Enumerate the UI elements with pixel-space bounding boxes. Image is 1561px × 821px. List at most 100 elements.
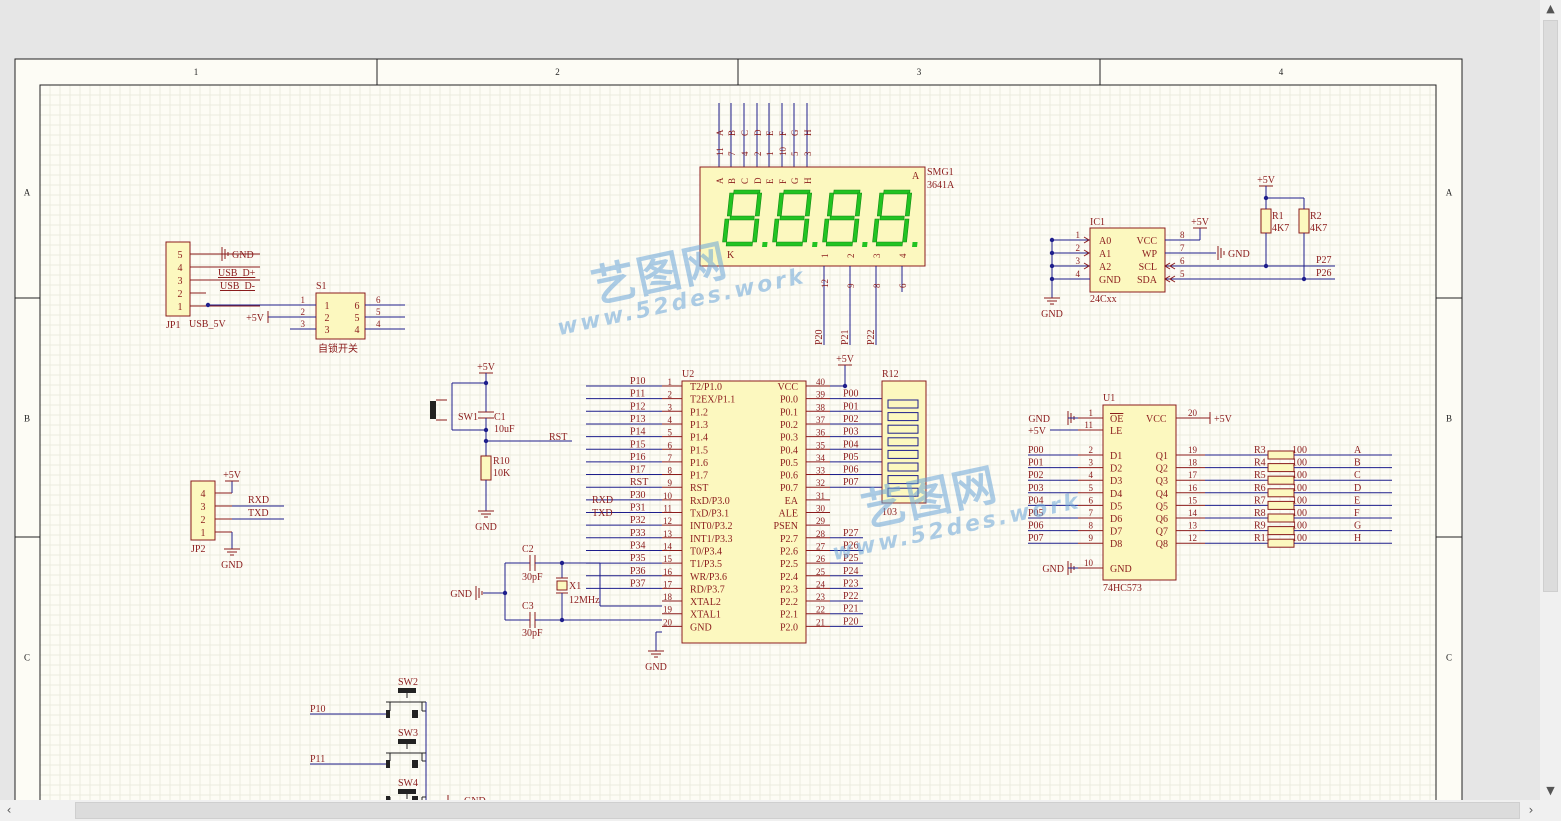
s1-inner-pin: 3 [325, 325, 330, 336]
display-top-pin: 3 [803, 151, 813, 156]
junction-dot [1049, 237, 1055, 243]
display-bottom-inner: 2 [846, 254, 856, 259]
rpack-element [887, 487, 919, 497]
junction-dot [1049, 276, 1055, 282]
scroll-down-icon[interactable]: ▼ [1546, 784, 1555, 797]
c1-name: C1 [494, 412, 506, 423]
display-top-pin: 1 [765, 152, 775, 157]
eeprom-body [1089, 227, 1166, 293]
mcu-pin-number: 26 [816, 554, 826, 564]
mcu-pin-name: RD/P3.7 [690, 584, 725, 595]
seg-resistor [1267, 538, 1295, 548]
latch-pin-number: 3 [1089, 458, 1094, 468]
display-segment [775, 241, 803, 247]
vertical-scroll-thumb[interactable] [1543, 20, 1558, 592]
display-top-label: F [778, 131, 788, 136]
rpack-element [887, 437, 919, 447]
latch-pin-name: VCC [1146, 414, 1167, 425]
scroll-right-icon[interactable]: › [1528, 803, 1534, 817]
horizontal-scrollbar[interactable]: ‹ › [0, 800, 1540, 821]
mcu-pin-number: 24 [816, 579, 826, 589]
eeprom-net-sda: P26 [1316, 268, 1332, 279]
vertical-scrollbar[interactable]: ▲ ▼ [1540, 0, 1561, 800]
rpack-element [887, 475, 919, 485]
seg-net: A [1354, 445, 1362, 456]
display-segment [779, 215, 805, 221]
s1-outer-pin: 3 [301, 319, 306, 329]
junction-dot [483, 427, 489, 433]
mcu-pin-name: XTAL1 [690, 610, 721, 621]
latch-d-net: P05 [1028, 508, 1044, 519]
eeprom-designator: IC1 [1090, 217, 1105, 228]
display-part: 3641A [927, 180, 955, 191]
usb-pin-number: 1 [178, 302, 183, 313]
rpack-element [887, 462, 919, 472]
junction-dot [483, 438, 489, 444]
eeprom-pin-name: A1 [1099, 249, 1111, 260]
rpack-element [887, 399, 919, 409]
mcu-net-label: P27 [843, 528, 859, 539]
latch-pin-name: Q4 [1156, 489, 1168, 500]
usb-d-plus: USB_D+ [218, 268, 256, 279]
eeprom-arrow [1083, 236, 1090, 244]
zone-row-label: C [1446, 653, 1452, 663]
mcu-pin-name: P1.6 [690, 458, 708, 469]
r10-body [480, 455, 492, 481]
display-digit [722, 189, 768, 247]
display-segment [872, 218, 880, 243]
scroll-left-icon[interactable]: ‹ [6, 803, 12, 817]
s1-label: 自锁开关 [318, 342, 358, 355]
rpack-body [881, 380, 927, 504]
mcu-pin-name: RxD/P3.0 [690, 496, 730, 507]
usb-5v: USB_5V [189, 319, 226, 330]
display-inner-label: H [803, 177, 813, 184]
key-button [398, 739, 416, 744]
zone-column-label: 3 [917, 67, 922, 77]
latch-pin-name: Q6 [1156, 514, 1168, 525]
latch-pin-name: D2 [1110, 464, 1122, 475]
display-segment [822, 218, 830, 243]
latch-pin-number: 12 [1188, 533, 1197, 543]
horizontal-scroll-thumb[interactable] [75, 802, 1520, 819]
display-top-label: H [803, 129, 813, 136]
mcu-pin-name: P1.3 [690, 420, 708, 431]
eeprom-pin-name: SCL [1139, 262, 1157, 273]
mcu-pin-number: 6 [668, 440, 673, 450]
display-digit [872, 189, 918, 247]
display-dp [912, 242, 918, 247]
mcu-net-label: P12 [630, 401, 646, 412]
mcu-pin-number: 3 [668, 402, 673, 412]
s1-outer-pin: 6 [376, 295, 381, 305]
scroll-up-icon[interactable]: ▲ [1546, 2, 1555, 15]
latch-pin-number: 11 [1084, 420, 1093, 430]
eeprom-arrow [1083, 249, 1090, 257]
display-bottom-pin: 12 [820, 279, 830, 288]
latch-pin-name: D4 [1110, 489, 1122, 500]
display-segment [883, 189, 911, 195]
zone-row-label: A [1446, 188, 1453, 198]
keys-ground-label: GND [464, 796, 486, 800]
display-top-label: A [715, 129, 725, 136]
junction-dot [1301, 276, 1307, 282]
ground-label: GND [232, 250, 254, 261]
s1-inner-pin: 2 [325, 313, 330, 324]
ground-label: GND [475, 522, 497, 533]
key-pin [386, 760, 390, 768]
mcu-pin-number: 1 [668, 377, 673, 387]
latch-pin-number: 16 [1188, 483, 1198, 493]
display-bottom-inner: 4 [898, 253, 908, 258]
mcu-pin-number: 23 [816, 592, 826, 602]
usb-designator: JP1 [166, 320, 180, 331]
mcu-net-label: P13 [630, 414, 646, 425]
mcu-pin-name: P0.1 [780, 407, 798, 418]
r2-value: 4K7 [1310, 223, 1327, 234]
mcu-pin-name: P2.5 [780, 559, 798, 570]
mcu-net-label: P10 [630, 376, 646, 387]
s1-inner-pin: 1 [325, 301, 330, 312]
seg-resistor-name: R11 [1254, 533, 1270, 544]
power-label: +5V [1191, 217, 1210, 228]
latch-pin-name: LE [1110, 426, 1122, 437]
s1-outer-pin: 2 [301, 307, 306, 317]
serial-rxd: RXD [248, 495, 269, 506]
